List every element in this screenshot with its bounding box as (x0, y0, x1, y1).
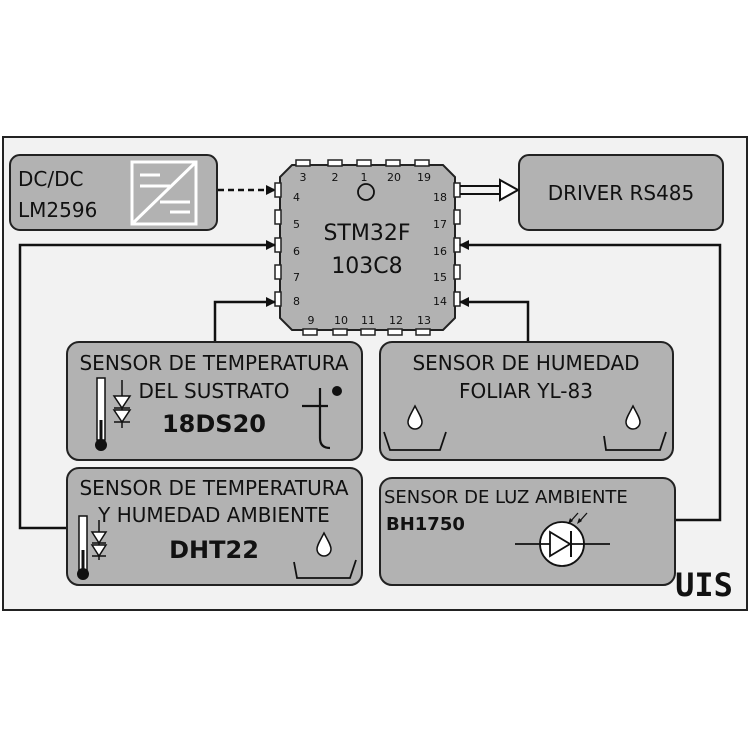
container-icon (293, 559, 357, 579)
pin-label: 19 (417, 171, 431, 184)
mcu-chip: 3 2 1 20 19 4 5 6 7 8 18 17 16 15 14 9 1… (274, 159, 461, 336)
sensor-sustrato-block: SENSOR DE TEMPERATURA DEL SUSTRATO 18DS2… (66, 341, 363, 461)
pin-label: 15 (433, 271, 447, 284)
diode-arrows-icon (112, 380, 132, 428)
dcdc-label-line1: DC/DC (18, 167, 83, 191)
dht-label-line1: SENSOR DE TEMPERATURA (79, 476, 348, 500)
luz-label-line1: SENSOR DE LUZ AMBIENTE (384, 487, 628, 508)
thermometer-icon (77, 515, 89, 580)
foliar-label-line1: SENSOR DE HUMEDAD (412, 351, 639, 375)
pin-label: 5 (293, 218, 300, 231)
dht-connection-arrow (18, 240, 276, 530)
thermometer-icon (95, 377, 107, 451)
mcu-label-line1: STM32F (323, 221, 410, 246)
sustrato-label-line1: SENSOR DE TEMPERATURA (79, 351, 348, 375)
container-icon (383, 431, 447, 451)
pin-label: 9 (308, 314, 315, 327)
foliar-label-line2: FOLIAR YL-83 (459, 379, 593, 403)
mcu-label-line2: 103C8 (331, 254, 402, 279)
pin-label: 16 (433, 245, 447, 258)
pin-label: 11 (361, 314, 375, 327)
pin-label: 14 (433, 295, 447, 308)
sensor-dht-block: SENSOR DE TEMPERATURA Y HUMEDAD AMBIENTE… (66, 467, 363, 586)
luz-label-model: BH1750 (386, 514, 465, 535)
pin-label: 20 (387, 171, 401, 184)
pin-label: 1 (361, 171, 368, 184)
sensor-foliar-block: SENSOR DE HUMEDAD FOLIAR YL-83 (379, 341, 674, 461)
photodiode-icon (515, 512, 610, 567)
sustrato-label-model: 18DS20 (162, 410, 266, 438)
container-icon (603, 431, 667, 451)
dht-label-line2: Y HUMEDAD AMBIENTE (97, 503, 330, 527)
pin-label: 7 (293, 271, 300, 284)
sustrato-label-line2: DEL SUSTRATO (139, 379, 290, 403)
bus-arrow-icon (460, 178, 521, 202)
luz-connection-arrow (459, 240, 722, 522)
pin-label: 12 (389, 314, 403, 327)
diode-arrows-icon (90, 520, 108, 560)
pin-label: 8 (293, 295, 300, 308)
driver-rs485-block: DRIVER RS485 (518, 154, 724, 231)
pin-label: 10 (334, 314, 348, 327)
dcdc-block: DC/DC LM2596 (9, 154, 218, 231)
water-drop-icon (407, 404, 423, 430)
pin-label: 18 (433, 191, 447, 204)
pin-label: 13 (417, 314, 431, 327)
foliar-connection-arrow (459, 297, 530, 345)
pin-label: 3 (300, 171, 307, 184)
water-drop-icon (316, 531, 332, 557)
sustrato-connection-arrow (213, 297, 276, 345)
pin1-marker-icon (357, 183, 375, 201)
dht-label-model: DHT22 (169, 536, 259, 564)
driver-label: DRIVER RS485 (548, 181, 695, 205)
pin-label: 2 (332, 171, 339, 184)
pin-label: 4 (293, 191, 300, 204)
water-drop-icon (625, 404, 641, 430)
dcdc-converter-icon (130, 160, 198, 226)
pin-label: 6 (293, 245, 300, 258)
dcdc-label-line2: LM2596 (18, 198, 97, 222)
sensor-luz-block: SENSOR DE LUZ AMBIENTE BH1750 (379, 477, 676, 586)
temperature-symbol-icon (302, 386, 342, 450)
uis-logo: UIS (675, 566, 733, 604)
pin-label: 17 (433, 218, 447, 231)
